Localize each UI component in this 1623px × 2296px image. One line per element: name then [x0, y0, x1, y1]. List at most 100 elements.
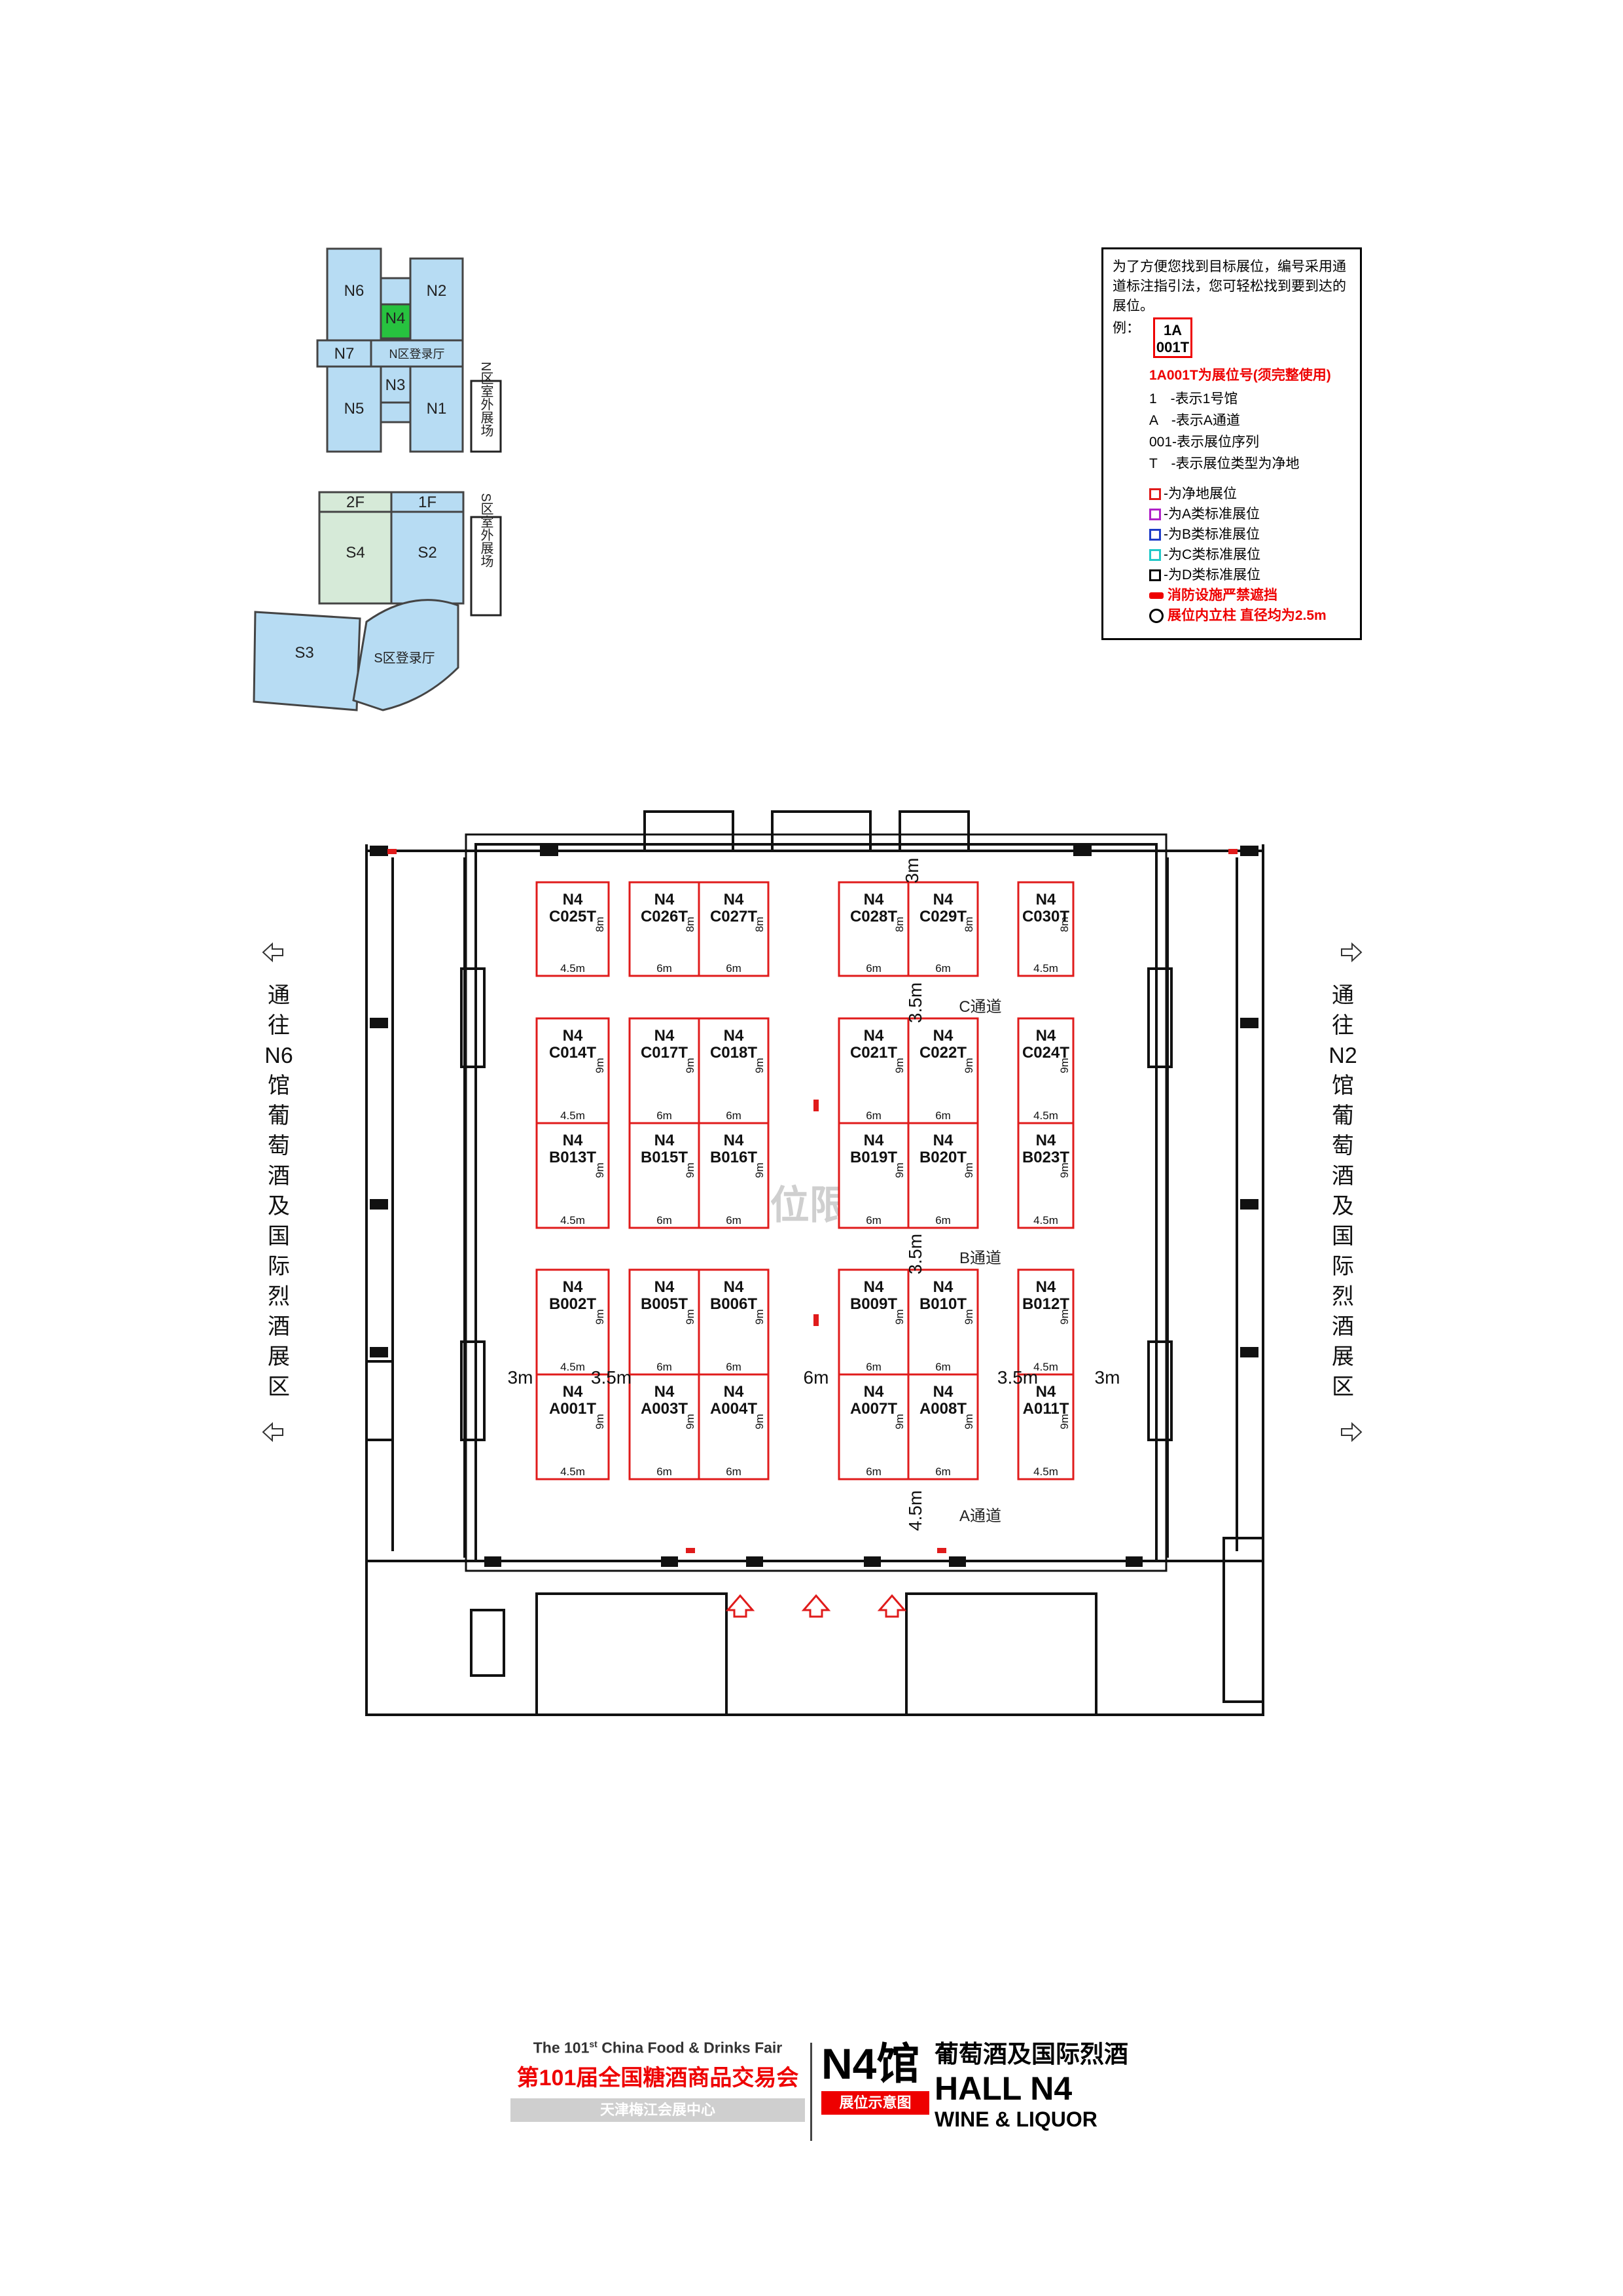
booth-depth: 9m [963, 1309, 975, 1325]
legend-def-aisle: A -表示A通道 [1149, 413, 1240, 428]
booth-width: 4.5m [1033, 1465, 1058, 1478]
hall-s4-block[interactable] [318, 511, 393, 605]
hall-n2-block[interactable] [409, 257, 464, 342]
n-lobby-block[interactable] [370, 339, 464, 368]
booth-outline [838, 1268, 910, 1376]
aisle-b-label: B通道 [959, 1249, 1001, 1267]
booth-prefix: N4 [724, 1027, 744, 1045]
booth-outline [907, 1268, 979, 1376]
legend-def-seq: 001-表示展位序列 [1149, 435, 1260, 450]
booth-width: 6m [866, 1465, 882, 1478]
spacing-left-gap: 3.5m [591, 1367, 632, 1388]
booth-depth: 9m [684, 1309, 696, 1325]
hall-n1-block[interactable] [409, 365, 464, 453]
direction-char: N6 [264, 1043, 293, 1068]
hall-n5-block[interactable] [326, 365, 382, 453]
booth-outline [838, 1373, 910, 1480]
booth-width: 6m [866, 1214, 882, 1227]
legend-column: 展位内立柱 直径均为2.5m [1149, 605, 1351, 626]
s-lobby-block[interactable] [352, 599, 459, 711]
booth-width: 6m [726, 1109, 741, 1122]
direction-arrows[interactable] [262, 942, 1363, 1443]
booth-prefix: N4 [1036, 1383, 1056, 1401]
booth-outline [838, 1122, 910, 1229]
legend-example-line1: 1A [1163, 322, 1183, 338]
footer-hall-name: N4馆 [821, 2039, 920, 2088]
hall-n4-block[interactable] [380, 303, 412, 340]
spacing-a: 4.5m [905, 1490, 925, 1531]
direction-char: 国 [268, 1224, 290, 1249]
spacing-left-side: 3m [508, 1367, 533, 1388]
hall-n7-label: N7 [334, 345, 355, 363]
booth-outline [698, 1122, 770, 1229]
booth-width: 6m [866, 1361, 882, 1373]
footer-chinese-title: 第101届全国糖酒商品交易会 [516, 2065, 799, 2090]
booth-outline [628, 881, 700, 977]
booth-prefix: N4 [724, 1383, 744, 1401]
booth-width: 4.5m [1033, 1109, 1058, 1122]
booth-code: A001T [549, 1400, 596, 1418]
booth-outline [535, 881, 610, 977]
booth-width: 6m [935, 1361, 951, 1373]
legend-class-b: -为B类标准展位 [1149, 524, 1351, 545]
entrance-arrows[interactable] [725, 1594, 907, 1618]
booth-outline [1017, 881, 1075, 977]
direction-char: 区 [268, 1374, 290, 1399]
booth-outline [628, 1268, 700, 1376]
hall-n6-block[interactable] [326, 247, 382, 342]
footer-layout-tag: 展位示意图 [821, 2091, 929, 2115]
booth-width: 6m [866, 1109, 882, 1122]
s-lobby-label: S区登录厅 [374, 651, 435, 666]
hall-n3-block[interactable] [380, 365, 412, 404]
floor-2f-label: 2F [346, 493, 365, 511]
booth-prefix: N4 [933, 1027, 954, 1045]
booth-prefix: N4 [654, 1027, 675, 1045]
booth-prefix: N4 [724, 891, 744, 908]
direction-char: 酒 [268, 1314, 290, 1339]
booth-prefix: N4 [1036, 1278, 1056, 1296]
legend-def-type: T -表示展位类型为净地 [1149, 456, 1300, 471]
booth-prefix: N4 [864, 1132, 884, 1149]
hall-s3-block[interactable] [253, 611, 361, 711]
floor-1f-label: 1F [418, 493, 437, 511]
spacing-right-side: 3m [1095, 1367, 1120, 1388]
hall-n6-label: N6 [344, 282, 365, 300]
booth-width: 6m [866, 962, 882, 975]
booth-width: 4.5m [560, 1465, 585, 1478]
booth-depth: 9m [963, 1162, 975, 1178]
booth-prefix: N4 [654, 1278, 675, 1296]
booth-prefix: N4 [864, 891, 884, 908]
